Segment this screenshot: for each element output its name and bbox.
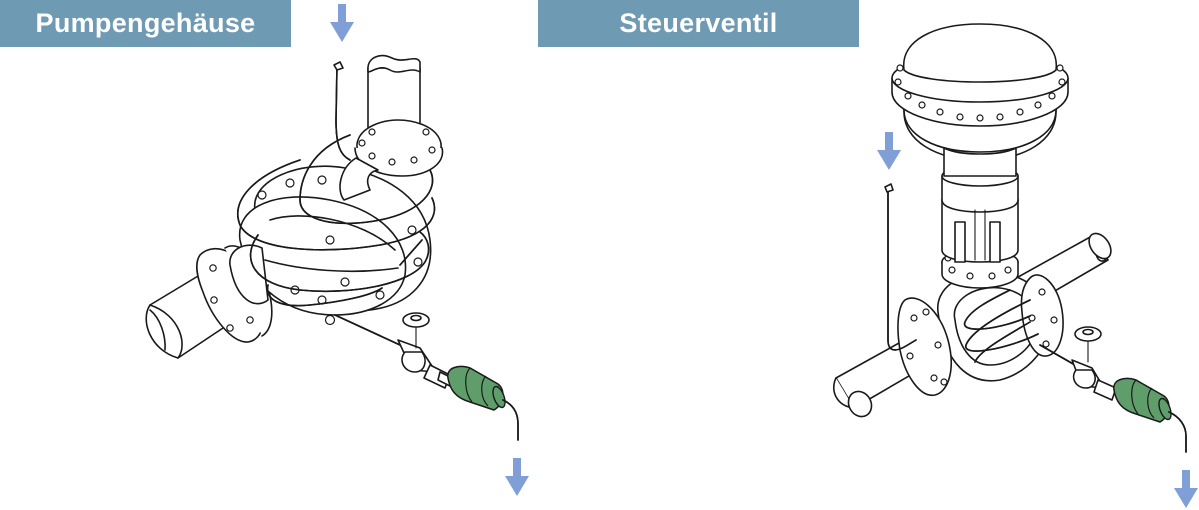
pump-housing-label: Pumpengehäuse: [0, 0, 291, 47]
arrow-down-icon: [330, 4, 354, 42]
control-valve-label: Steuerventil: [538, 0, 859, 47]
pump-outlet-pipe: [339, 54, 444, 201]
arrow-down-icon: [1174, 470, 1198, 508]
valve-steam-inlet-tube: [884, 183, 917, 351]
pump-heating-coil: [237, 134, 436, 307]
pump-body: [229, 165, 432, 326]
valve-actuator: [891, 23, 1069, 177]
pump-strainer-filter: [447, 365, 519, 441]
pump-steam-inlet-tube: [333, 61, 351, 161]
arrow-down-icon: [877, 132, 901, 170]
control-valve-drawing: [832, 23, 1198, 508]
pump-drain-line: [334, 312, 453, 389]
arrow-down-icon: [505, 458, 529, 496]
valve-body: [897, 249, 1064, 396]
valve-yoke: [941, 165, 1019, 263]
valve-drain-line: [1039, 326, 1117, 401]
valve-heating-coil: [963, 289, 1039, 363]
pump-housing-drawing: [145, 4, 529, 496]
valve-strainer-filter: [1113, 377, 1187, 453]
